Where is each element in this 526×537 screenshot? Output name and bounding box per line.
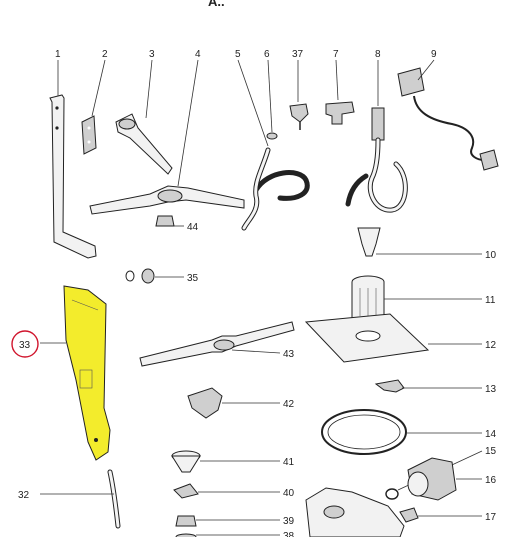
part-41-funnel[interactable] <box>171 450 201 473</box>
part-32-tube[interactable] <box>107 469 121 529</box>
part-33-shape <box>63 285 111 461</box>
part-2-bracket[interactable] <box>81 115 97 155</box>
leader-6 <box>267 59 273 133</box>
part-4-upper-spray-arm[interactable] <box>89 185 245 215</box>
part-40-deflector[interactable] <box>173 483 199 499</box>
part-42-support[interactable] <box>187 387 223 419</box>
leader-9 <box>417 59 435 81</box>
leader-2 <box>91 59 106 117</box>
part-39-nut[interactable] <box>175 515 197 527</box>
label-40: 40 <box>283 488 295 499</box>
leader-4 <box>177 59 199 187</box>
part-1-rail[interactable] <box>49 94 97 259</box>
part-3-feed-arm[interactable] <box>115 113 173 175</box>
label-17: 17 <box>485 512 497 523</box>
label-2: 2 <box>102 49 108 60</box>
part-43-lower-spray-arm[interactable] <box>139 321 295 367</box>
part-44-nut[interactable] <box>155 215 175 227</box>
part-16-pump[interactable] <box>407 457 457 501</box>
label-16: 16 <box>485 475 497 486</box>
label-10: 10 <box>485 250 497 261</box>
part-9-power-cord[interactable] <box>397 67 499 171</box>
part-37-fitting[interactable] <box>289 103 309 130</box>
leader-5 <box>237 59 269 147</box>
label-5: 5 <box>235 49 241 60</box>
part-38-ring[interactable] <box>175 533 197 537</box>
leader-7 <box>335 59 339 101</box>
label-12: 12 <box>485 340 497 351</box>
part-15-o-ring[interactable] <box>385 488 399 500</box>
label-11: 11 <box>485 295 496 306</box>
callout-circle-33 <box>11 330 39 358</box>
label-37: 37 <box>292 49 304 60</box>
part-17-cap[interactable] <box>399 507 419 523</box>
diagram-title: A.. <box>208 0 225 9</box>
part-14-gasket[interactable] <box>321 409 407 455</box>
label-44: 44 <box>187 222 199 233</box>
part-11-filter[interactable] <box>351 275 385 319</box>
label-33: 33 <box>19 340 31 351</box>
part-5-hose[interactable] <box>241 147 310 231</box>
label-35: 35 <box>187 273 199 284</box>
label-7: 7 <box>333 49 339 60</box>
label-39: 39 <box>283 516 295 527</box>
part-6-ring[interactable] <box>266 132 278 140</box>
part-33-highlighted[interactable] <box>63 285 111 461</box>
label-14: 14 <box>485 429 497 440</box>
label-1: 1 <box>55 49 61 60</box>
leader-43 <box>231 349 281 354</box>
label-43: 43 <box>283 349 295 360</box>
part-35-seal[interactable] <box>125 268 155 284</box>
part-13-clip[interactable] <box>374 379 405 393</box>
label-9: 9 <box>431 49 437 60</box>
label-4: 4 <box>195 49 201 60</box>
part-10-connector[interactable] <box>357 227 381 257</box>
label-32: 32 <box>18 490 30 501</box>
label-6: 6 <box>264 49 270 60</box>
label-15: 15 <box>485 446 497 457</box>
part-7-tee[interactable] <box>325 101 355 125</box>
sump-housing[interactable] <box>305 487 405 537</box>
label-13: 13 <box>485 384 497 395</box>
label-41: 41 <box>283 457 295 468</box>
part-12-filter-plate[interactable] <box>304 313 430 363</box>
label-8: 8 <box>375 49 381 60</box>
label-38: 38 <box>283 531 295 537</box>
label-42: 42 <box>283 399 295 410</box>
label-3: 3 <box>149 49 155 60</box>
leader-3 <box>145 59 153 119</box>
part-8-inlet-hose[interactable] <box>345 107 408 213</box>
